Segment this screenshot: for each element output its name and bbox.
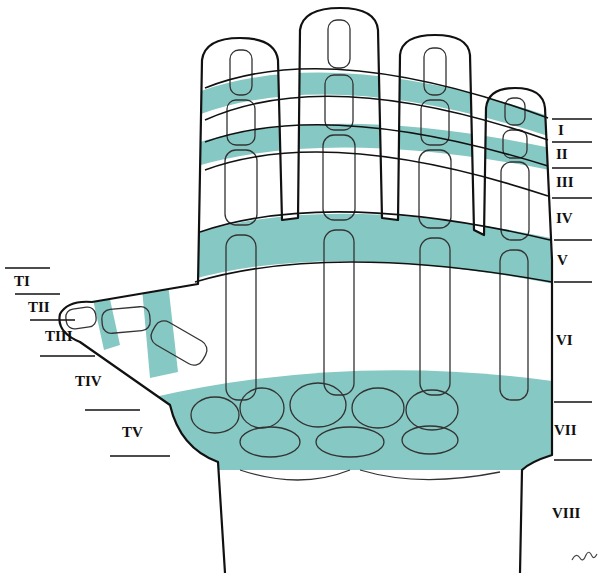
zone-label: TIII (45, 328, 73, 345)
zone-label: TIV (75, 373, 102, 390)
zone-label: II (556, 146, 568, 163)
zone-label: TI (14, 273, 30, 290)
zone-lines (5, 69, 592, 460)
zone-bands (92, 73, 560, 470)
hand-outline (59, 8, 552, 573)
signature-mark (572, 552, 597, 560)
zone-label: TV (122, 424, 143, 441)
zone-label: V (557, 252, 568, 269)
zone-label: I (558, 122, 564, 139)
zone-label: III (556, 174, 574, 191)
zone-label: VI (556, 332, 573, 349)
zone-label: IV (556, 210, 573, 227)
zone-label: VII (554, 422, 577, 439)
zone-label: VIII (552, 505, 580, 522)
zone-label: TII (28, 299, 50, 316)
